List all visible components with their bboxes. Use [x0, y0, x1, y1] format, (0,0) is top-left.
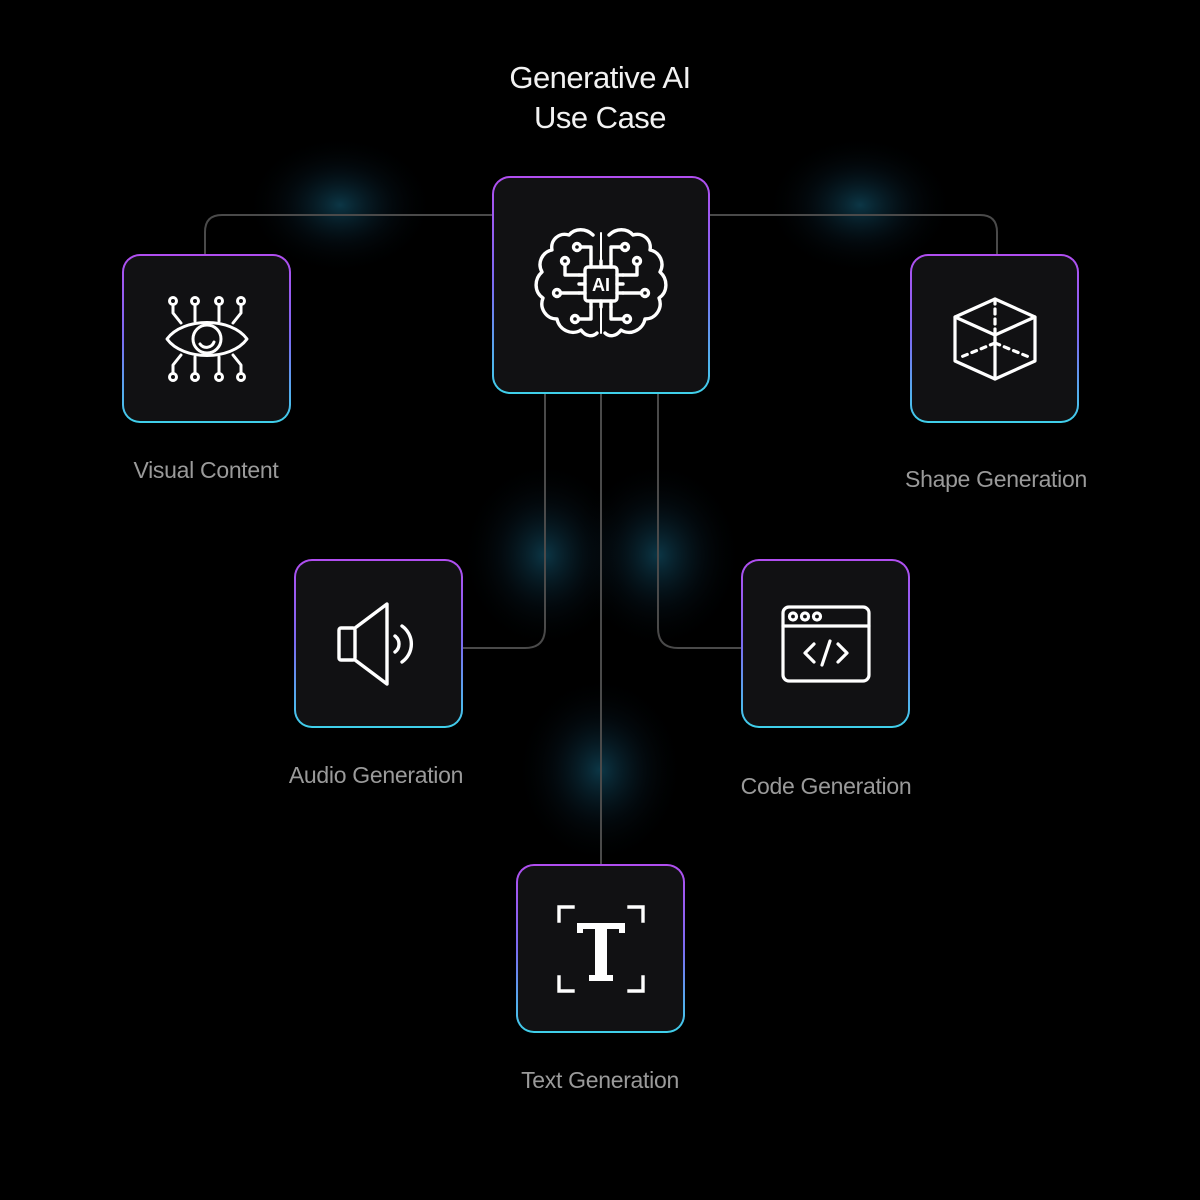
connector-code — [657, 393, 742, 649]
ai-chip-text: AI — [592, 275, 610, 295]
visual-content-label: Visual Content — [133, 457, 279, 483]
visual-content-node[interactable] — [122, 254, 291, 423]
text-generation-label: Text Generation — [521, 1067, 679, 1093]
title-line-2: Use Case — [533, 100, 667, 135]
glow-top-left — [245, 135, 435, 275]
diagram-title: Generative AI Use Case — [400, 58, 800, 138]
ai-brain-chip-icon: AI — [534, 228, 668, 338]
code-generation-node[interactable] — [741, 559, 910, 728]
center-ai-node[interactable]: AI — [492, 176, 710, 394]
text-generation-node[interactable] — [516, 864, 685, 1033]
shape-generation-node[interactable] — [910, 254, 1079, 423]
shape-generation-label: Shape Generation — [905, 466, 1087, 492]
audio-generation-label: Audio Generation — [288, 762, 464, 788]
cube-icon — [952, 296, 1037, 381]
connector-visual — [204, 214, 493, 255]
title-line-1: Generative AI — [509, 60, 691, 95]
connector-audio — [462, 393, 546, 649]
glow-top-right — [765, 135, 955, 275]
eye-circuit-icon — [165, 295, 248, 382]
text-frame-icon — [556, 904, 645, 993]
code-generation-label: Code Generation — [740, 773, 912, 799]
speaker-icon — [336, 601, 413, 686]
code-window-icon — [780, 604, 871, 683]
connector-shape — [709, 214, 998, 255]
audio-generation-node[interactable] — [294, 559, 463, 728]
